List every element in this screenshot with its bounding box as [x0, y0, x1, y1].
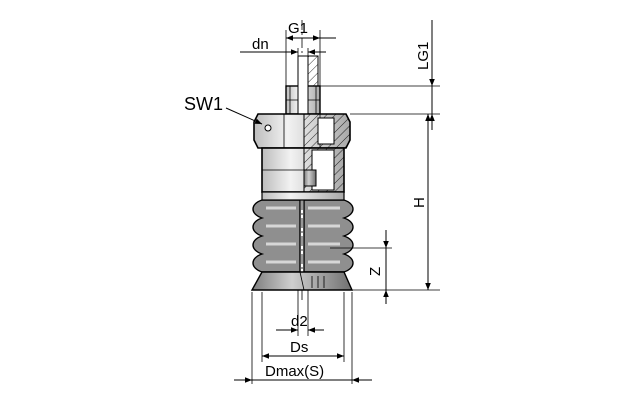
- label-sw1: SW1: [184, 94, 223, 114]
- hex-nut: [253, 113, 351, 149]
- label-g1: G1: [288, 20, 308, 37]
- label-dn: dn: [252, 36, 269, 53]
- label-h: H: [411, 197, 428, 208]
- body-neck: [261, 147, 345, 193]
- extension-lines: [251, 30, 440, 384]
- thread-stub: [285, 55, 321, 115]
- cup-lip: [250, 271, 354, 291]
- label-z: Z: [367, 267, 384, 276]
- label-lg1: LG1: [415, 42, 432, 70]
- label-d2: d2: [291, 313, 308, 330]
- leader-sw1: [225, 107, 263, 125]
- label-dmax: Dmax(S): [265, 363, 324, 380]
- bellows: [252, 191, 354, 273]
- label-ds: Ds: [290, 339, 308, 356]
